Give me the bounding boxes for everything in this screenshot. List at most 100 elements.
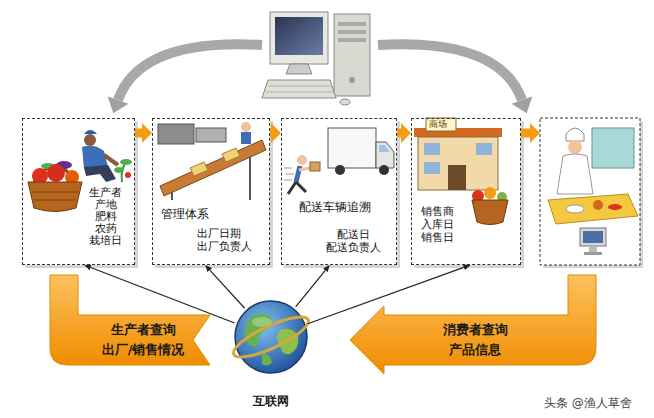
computer-icon	[340, 99, 350, 105]
delivery-picture	[376, 142, 394, 168]
delivery-picture	[335, 165, 345, 175]
computer-icon	[262, 12, 370, 105]
box-ground	[22, 118, 643, 268]
text-slot: 管理体系	[161, 207, 209, 221]
factory-picture	[196, 128, 226, 142]
globe-picture	[262, 352, 272, 366]
query-band: 消费者查询 产品信息	[350, 275, 602, 375]
shop-picture	[424, 143, 440, 155]
band-shape	[50, 275, 210, 365]
box-text: 配送日 配送负责人	[326, 228, 381, 254]
box-ground	[411, 118, 521, 265]
farmer-picture	[104, 155, 118, 165]
query-band: 生产者查询 出厂/销售情况	[45, 275, 220, 375]
box-text: 销售商 入库日 销售日	[421, 205, 454, 244]
process-box: 管理体系出厂日期 出厂负责人	[152, 118, 270, 265]
kitchen-picture	[589, 246, 597, 252]
kitchen-picture	[592, 128, 634, 168]
sign-text: 商场	[429, 118, 447, 130]
flow-arrow	[270, 129, 271, 138]
box-heading: 管理体系	[161, 207, 209, 221]
computer-icon	[266, 86, 334, 92]
flow-arrow	[397, 129, 401, 138]
text-slot: 销售商 入库日 销售日	[421, 205, 454, 244]
process-box: 销售商 入库日 销售日	[411, 118, 521, 265]
text-slot: 生产者查询 出厂/销售情况	[93, 320, 193, 360]
internet-globe: 互联网	[232, 298, 310, 376]
kitchen-picture	[580, 228, 606, 246]
label-slot: 商场	[429, 118, 447, 130]
computer-icon	[286, 64, 312, 74]
delivery-picture	[296, 166, 300, 182]
kitchen-picture	[608, 204, 622, 210]
shop-picture	[418, 137, 498, 190]
delivery-picture	[328, 128, 376, 168]
shop-picture	[426, 118, 456, 131]
text-slot: 出厂日期 出厂负责人	[197, 227, 252, 253]
box-ground	[540, 118, 640, 265]
farmer-picture	[47, 164, 65, 182]
delivery-picture	[284, 168, 294, 180]
computer-icon	[338, 22, 366, 26]
query-link	[296, 270, 326, 306]
process-box: 配送车辆追溯配送日 配送负责人	[281, 118, 397, 265]
farmer-picture	[84, 134, 96, 146]
shop-picture	[476, 143, 492, 155]
label-slot: 头条 @渔人草舍	[544, 396, 632, 410]
delivery-picture	[288, 182, 296, 194]
computer-icon	[262, 80, 336, 98]
box-heading: 配送车辆追溯	[299, 200, 371, 214]
computer-icon	[338, 30, 366, 34]
factory-picture	[241, 132, 251, 144]
box-ground	[152, 118, 270, 265]
factory-picture	[241, 122, 251, 132]
kitchen-picture	[568, 140, 582, 154]
text-slot: 消费者查询 产品信息	[430, 320, 520, 360]
farmer-picture	[28, 182, 82, 212]
delivery-picture	[284, 128, 394, 194]
delivery-picture	[379, 145, 390, 152]
box-text: 生产者 产地 肥料 农药 栽培日	[89, 187, 122, 247]
shop-picture	[448, 165, 466, 190]
shop-picture	[484, 187, 496, 199]
text-slot: 配送日 配送负责人	[326, 228, 381, 254]
delivery-picture	[379, 165, 389, 175]
kitchen-picture	[548, 128, 638, 255]
watermark: 头条 @渔人草舍	[544, 396, 632, 410]
factory-picture	[190, 162, 208, 176]
farmer-picture	[32, 192, 78, 200]
sync-arc	[118, 44, 522, 100]
box-ground	[281, 118, 397, 265]
flow-arrow	[135, 129, 142, 138]
computer-icon	[275, 17, 323, 55]
box-text: 出厂日期 出厂负责人	[197, 227, 252, 253]
globe-label: 互联网	[221, 394, 321, 408]
shop-picture	[424, 162, 440, 174]
text-slot: 生产者 产地 肥料 农药 栽培日	[89, 187, 122, 247]
flow-arrow	[521, 133, 530, 134]
globe-picture	[229, 301, 313, 373]
kitchen-picture	[566, 205, 584, 213]
kitchen-picture	[548, 194, 638, 224]
kitchen-picture	[584, 252, 602, 255]
computer-icon	[338, 38, 366, 42]
farmer-picture	[84, 130, 97, 134]
text-slot: 互联网	[221, 394, 321, 408]
box-ground	[22, 118, 135, 265]
factory-picture	[222, 148, 240, 162]
factory-picture	[158, 124, 194, 144]
band-text: 消费者查询 产品信息	[430, 320, 520, 360]
delivery-picture	[299, 168, 311, 170]
computer-icon	[349, 77, 355, 83]
delivery-picture	[297, 155, 307, 165]
delivery-picture	[296, 182, 306, 192]
text-slot: 配送车辆追溯	[299, 200, 371, 214]
farmer-picture	[120, 159, 132, 165]
delivery-picture	[310, 162, 320, 171]
flow-arrow	[521, 129, 530, 138]
process-box: 生产者 产地 肥料 农药 栽培日	[22, 118, 135, 265]
kitchen-picture	[583, 231, 603, 243]
band-text: 生产者查询 出厂/销售情况	[93, 320, 193, 360]
kitchen-picture	[566, 128, 584, 141]
